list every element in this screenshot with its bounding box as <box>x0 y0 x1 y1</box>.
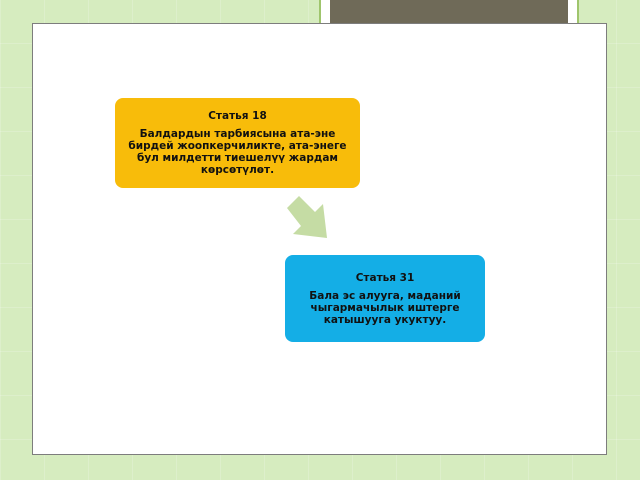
article-31-box: Статья 31 Бала эс алууга, маданий чыгарм… <box>285 255 485 342</box>
article-18-title: Статья 18 <box>208 110 267 122</box>
article-31-text: Бала эс алууга, маданий чыгармачылык ишт… <box>293 290 477 326</box>
article-18-box: Статья 18 Балдардын тарбиясына ата-эне б… <box>115 98 360 188</box>
down-right-arrow-icon <box>285 194 335 242</box>
article-18-text: Балдардын тарбиясына ата-эне бирдей жооп… <box>123 128 352 176</box>
article-31-title: Статья 31 <box>356 272 415 284</box>
